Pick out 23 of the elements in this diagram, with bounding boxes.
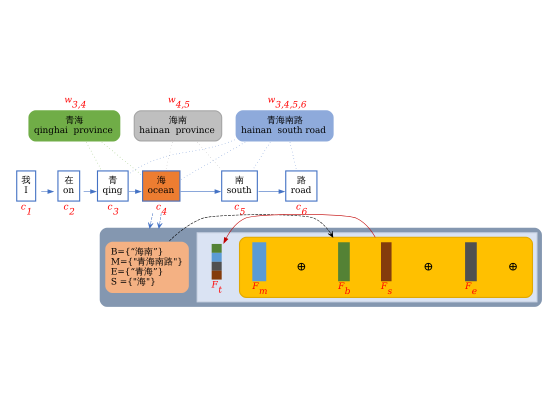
connector bbox=[86, 142, 102, 170]
connector bbox=[180, 142, 246, 180]
arrow bbox=[180, 189, 222, 194]
label: ⊕ bbox=[423, 259, 434, 274]
connector bbox=[197, 142, 222, 170]
arrow bbox=[40, 189, 54, 194]
arrow bbox=[169, 214, 334, 242]
arrow bbox=[223, 214, 376, 244]
cluster bbox=[238, 236, 534, 298]
arrow bbox=[258, 189, 286, 194]
arrow bbox=[157, 213, 163, 229]
connector bbox=[252, 142, 270, 170]
node-bar bbox=[465, 242, 477, 282]
node-bar bbox=[380, 242, 392, 282]
label: ⊕ bbox=[296, 259, 306, 274]
cluster bbox=[196, 232, 538, 302]
cluster bbox=[100, 228, 542, 307]
label: ⊕ bbox=[508, 259, 518, 274]
connector bbox=[102, 142, 142, 175]
connector bbox=[128, 140, 236, 174]
arrow bbox=[148, 213, 154, 229]
node-bar bbox=[338, 242, 350, 282]
node-bar bbox=[252, 242, 266, 282]
